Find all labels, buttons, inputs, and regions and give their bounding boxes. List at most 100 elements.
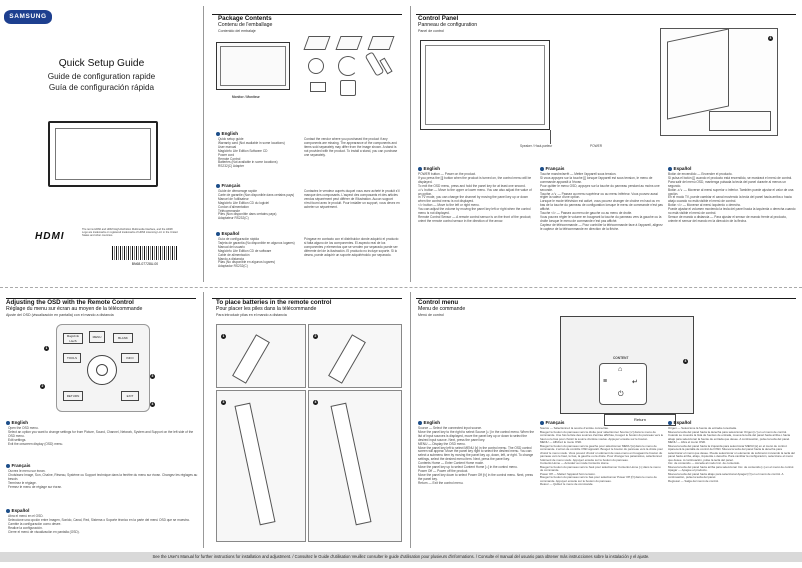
cover-title-fr: Guide de configuration rapide <box>47 72 156 81</box>
footer-note: See the User's Manual for further instru… <box>0 552 802 562</box>
package-fr-note: Contactez le vendeur auprès duquel vous … <box>304 189 400 209</box>
package-title-fr: Contenu de l'emballage <box>218 22 273 28</box>
remote-button-blank: BLANK <box>113 333 133 343</box>
list-item: Power cord <box>218 152 235 157</box>
osd-callout-4: 4 <box>150 402 155 408</box>
source-icon: ↵ <box>632 379 638 386</box>
control-menu-title-es: Menú de control <box>418 313 444 317</box>
list-item: If you press the [|] button when the pro… <box>418 175 532 184</box>
list-item: User manual <box>218 144 237 149</box>
list-item: Cable de alimentación <box>218 252 250 257</box>
list-item: Botón </> — Moverse al menú izquierdo o … <box>668 203 741 208</box>
power-cord-icon <box>338 56 358 76</box>
list-item: Lorsque le mode télévision est activé, v… <box>540 199 663 212</box>
batteries-title-fr: Pour placer les piles dans la télécomman… <box>216 306 317 312</box>
control-menu-callout-4: 4 <box>683 359 688 365</box>
list-item: Ouvrez le menu sur écran. <box>8 469 46 473</box>
list-item: Power Off — Power off the product. <box>418 468 469 473</box>
home-icon: ⌂ <box>618 366 623 373</box>
list-item: Move the panel key left to select MENU [… <box>418 445 534 462</box>
remote-button-exit: EXIT <box>121 391 139 401</box>
package-en-heading: English <box>216 131 238 136</box>
list-item: Touche ∧/∨ — Passez au menu supérieur ou… <box>540 191 658 200</box>
list-item: Pilas (No disponible en algunos lugares) <box>218 260 276 265</box>
osd-callout-1: 1 <box>44 346 49 352</box>
list-item: Origen — Seleccione la fuente de entrada… <box>668 426 737 430</box>
osd-callout-2: 2 <box>40 384 45 390</box>
remote-button-tools: TOOLS <box>63 353 81 363</box>
remote-button-return: RETURN <box>63 391 83 401</box>
list-item: Choisissez Image, Son, Chaîne, Réseau, S… <box>8 472 198 481</box>
list-item: Bougez le bouton du panneau vers la gauc… <box>540 443 664 462</box>
list-item: RS232(C) Adapter <box>218 164 245 169</box>
control-menu-pad: ⌂ ≡ ↵ ⏻ <box>599 363 647 405</box>
list-item: POWER button — Power on the product. <box>418 172 476 176</box>
list-item: Select an option you want to change sett… <box>8 429 194 438</box>
control-menu-screen: CONTENT ⌂ ≡ ↵ ⏻ 4 <box>560 316 694 414</box>
list-item: Guide de démarrage rapide <box>218 189 257 193</box>
list-item: Bougez le bouton du panneau vers la droi… <box>540 429 664 441</box>
batteries-title-es: Para introducir pilas en el mando a dist… <box>216 313 287 317</box>
list-item: Power Off — Mettez l'appareil hors tensi… <box>540 471 596 476</box>
osd-en-heading: English <box>6 420 28 425</box>
remote-button-info: INFO <box>121 353 139 363</box>
cd-icon <box>308 58 324 74</box>
control-fr-heading: Français <box>540 166 564 171</box>
package-es-items: Guía de configuración rápida Tarjeta de … <box>218 237 304 269</box>
list-item: Move the panel key up to select Content … <box>418 465 518 470</box>
list-item: To exit the OSD menu, press and hold the… <box>418 183 526 188</box>
speaker-label: Speaker / Haut-parleur <box>520 144 553 148</box>
menu-icon: ≡ <box>603 378 608 385</box>
speaker-callout-line <box>550 130 551 144</box>
control-en-heading: English <box>418 166 440 171</box>
control-menu-title-en: Control menu <box>418 299 459 306</box>
list-item: Piles (Non disponible dans certains pays… <box>218 212 277 217</box>
samsung-logo: SAMSUNG <box>4 10 52 24</box>
list-item: Bougez le bouton du panneau vers le haut… <box>540 464 661 472</box>
battery-step-3: 3 <box>216 390 306 542</box>
list-item: Cierre el menú de visualización en panta… <box>8 529 80 534</box>
list-item: Adaptateur RS232(C) <box>218 216 249 221</box>
list-item: Remote Control <box>218 156 241 161</box>
package-monitor-illustration <box>216 42 290 90</box>
osd-title-fr: Réglage du menu sur écran au moyen de la… <box>6 306 143 312</box>
cover-title-es: Guía de configuración rápida <box>48 83 155 92</box>
list-item: MagicInfo Lite Edition CD de software <box>218 248 272 253</box>
list-item: Sensor de mando a distancia — Para ajust… <box>668 214 787 223</box>
list-item: Touche </> — Passez au menu de gauche ou… <box>540 211 633 216</box>
list-item: Contents Home — Accédez au mode Contents… <box>540 461 610 465</box>
power-icon: ⏻ <box>618 391 624 398</box>
list-item: Fermez le menu de réglage sur écran. <box>8 484 63 489</box>
list-item: MagicInfo Lite Edition Software CD <box>218 148 268 153</box>
control-es-heading: Español <box>668 166 691 171</box>
list-item: Move the panel key to the right to selec… <box>418 429 535 442</box>
osd-fr-heading: Français <box>6 463 30 468</box>
remote-illustration: MagicInfo Lite/S MENU BLANK TOOLS INFO R… <box>56 324 150 412</box>
battery-step-2: 2 <box>308 324 402 388</box>
list-item: Bougez le bouton du panneau vers le bas … <box>540 475 657 483</box>
list-item: Télécommande <box>218 208 240 213</box>
list-item: Carte de garantie (Non disponible dans c… <box>218 192 295 197</box>
list-item: MENU — Affichez le menu OSD. <box>540 440 583 444</box>
list-item: Inic. de contenido — Acceda al modo Inic… <box>668 461 740 465</box>
list-item: Guía de configuración rápida <box>218 237 259 241</box>
list-item: Touche marche/arrêt — Mettre l'appareil … <box>540 172 617 176</box>
list-item: Edit settings. <box>8 437 27 442</box>
user-manual-icon <box>367 36 395 50</box>
hdmi-trademark-note: The terms HDMI and HDMI High-Definition … <box>82 228 178 238</box>
list-item: Mando a distancia <box>218 256 244 261</box>
osd-es-heading: Español <box>6 508 29 513</box>
list-item: Seleccione una opción entre Imagen, Soni… <box>8 517 190 526</box>
list-item: Quick setup guide <box>218 137 244 141</box>
list-item: Retour — Quittez le menu de commande. <box>540 482 594 486</box>
holder-wire-icon <box>340 80 356 96</box>
list-item: Return — Exit the control menu. <box>418 480 464 485</box>
list-item: Abra el menú en el OSD. <box>8 514 44 518</box>
warranty-card-icon <box>335 36 363 50</box>
package-en-note: Contact the vendor where you purchased t… <box>304 137 398 157</box>
list-item: Apagar — Apague el producto. <box>668 468 708 472</box>
list-item: En el modo TV, puede cambiar el canal mo… <box>668 195 792 204</box>
osd-title-es: Ajuste del OSD (visualización en pantall… <box>6 313 114 317</box>
package-title-es: Contenido del embalaje <box>218 29 256 33</box>
list-item: MENU — Abra el menú OSD. <box>668 440 706 444</box>
